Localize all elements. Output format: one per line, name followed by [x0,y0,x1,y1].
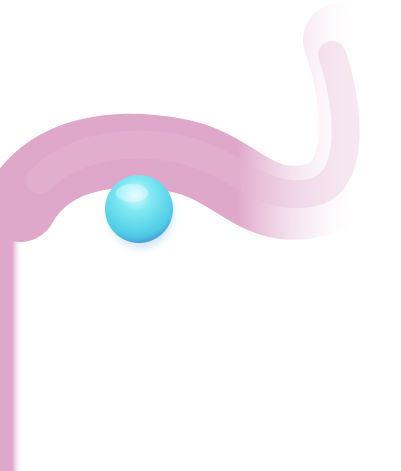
orb [105,175,173,243]
ribbon-left-tail [0,185,58,471]
ribbon-main-curve [0,3,393,242]
ribbon-highlight [26,41,360,209]
orb-highlight [116,184,148,202]
